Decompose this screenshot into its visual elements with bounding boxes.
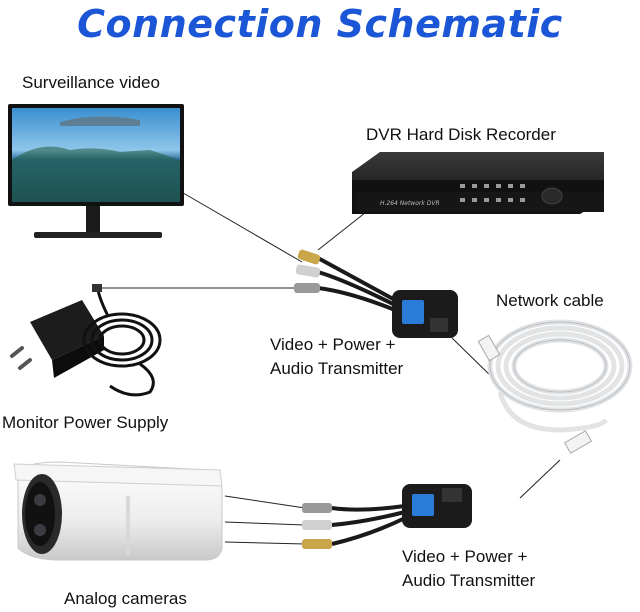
dvr-icon: H.264 Network DVR	[352, 152, 604, 214]
wire-lines	[100, 189, 561, 545]
transmitter-top-label-line1: Video + Power +	[270, 335, 396, 354]
camera-label: Analog cameras	[64, 589, 187, 608]
balun-bottom-icon	[302, 484, 472, 549]
monitor-icon	[8, 104, 184, 238]
power-supply-label: Monitor Power Supply	[2, 413, 169, 432]
page-title: Connection Schematic	[77, 2, 563, 46]
transmitter-bottom-label-line2: Audio Transmitter	[402, 571, 536, 590]
transmitter-bottom-label-line1: Video + Power +	[402, 547, 528, 566]
balun-top-icon	[294, 249, 458, 338]
power-adapter-icon	[10, 284, 162, 397]
dvr-label: DVR Hard Disk Recorder	[366, 125, 556, 144]
network-cable-icon	[477, 319, 633, 454]
transmitter-top-label-line2: Audio Transmitter	[270, 359, 404, 378]
monitor-label: Surveillance video	[22, 73, 160, 92]
dvr-panel-text: H.264 Network DVR	[380, 200, 440, 207]
camera-icon	[13, 461, 223, 561]
network-cable-label: Network cable	[496, 291, 604, 310]
